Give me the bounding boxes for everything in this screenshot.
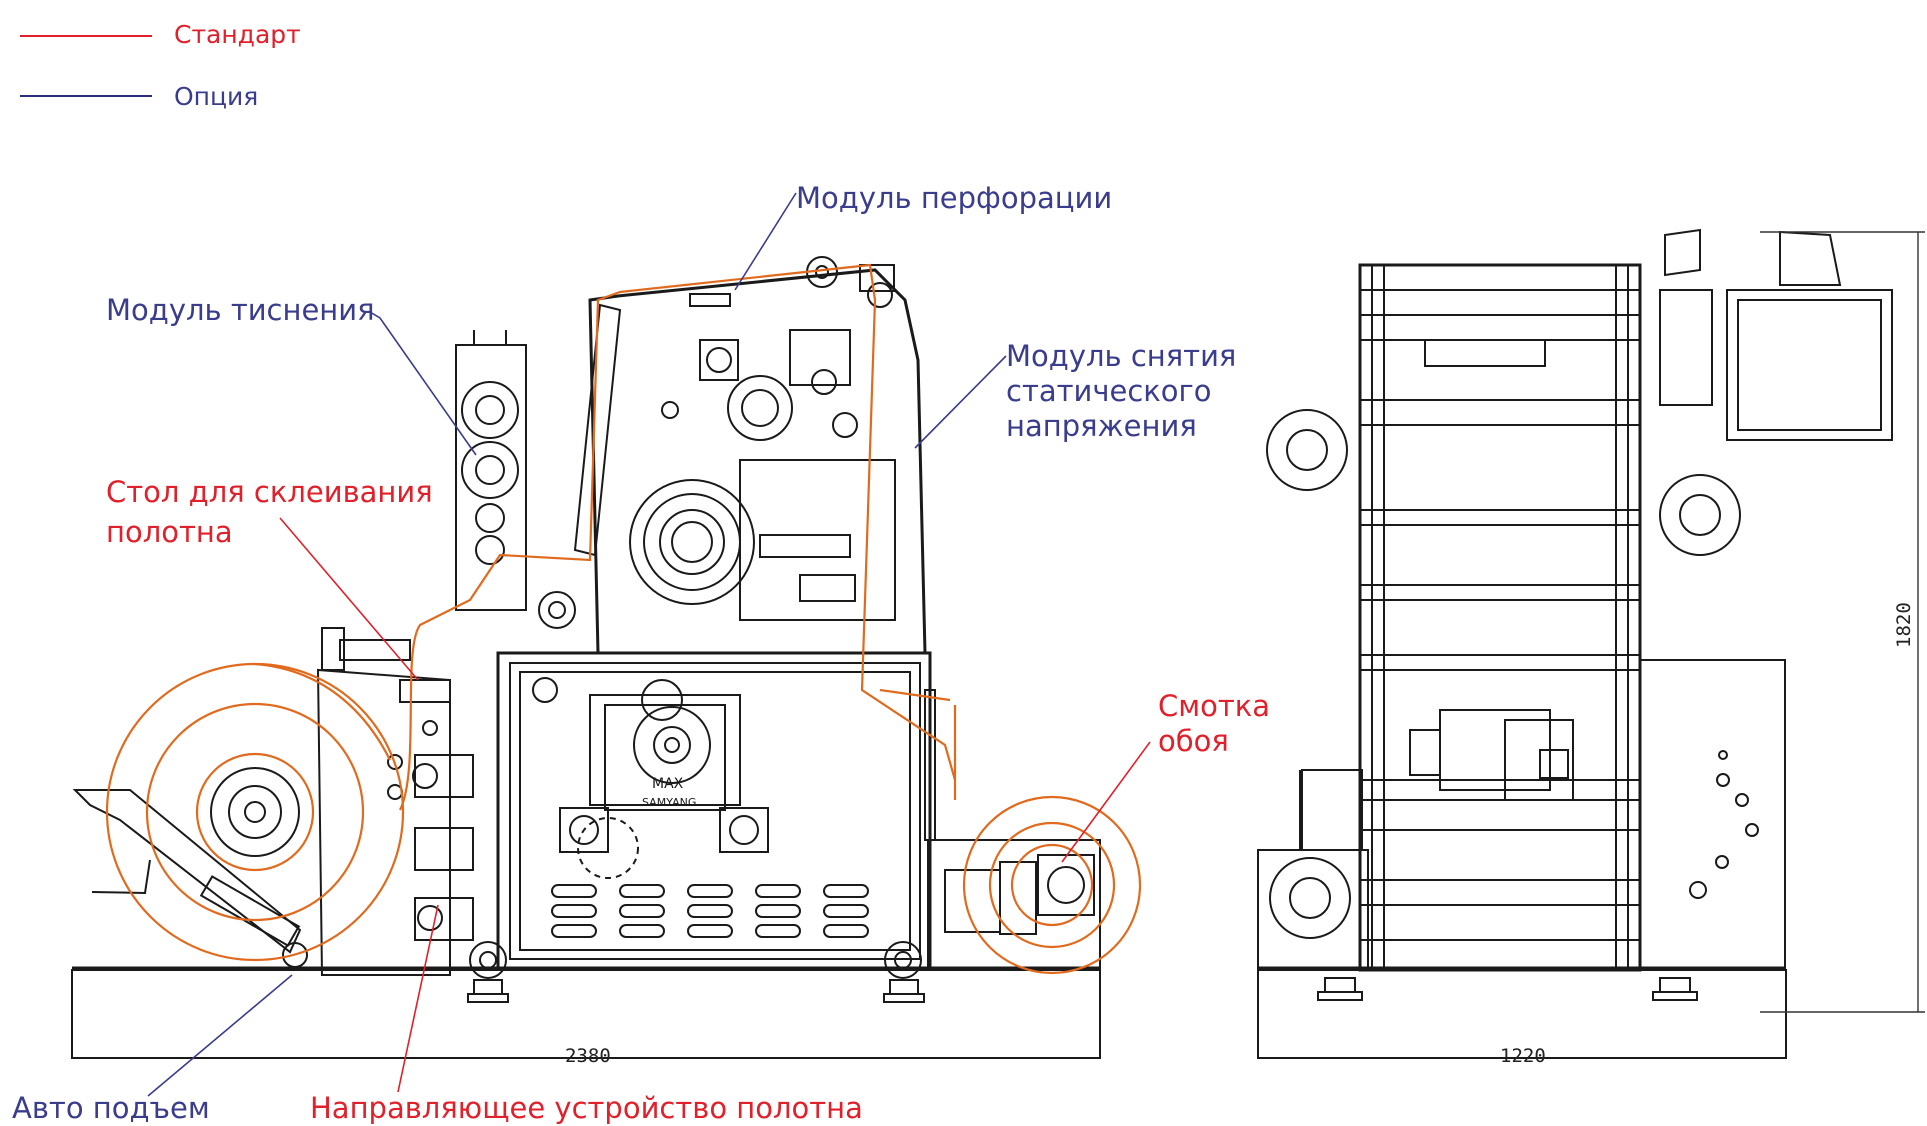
dimension-lines: [1760, 231, 1925, 1013]
dim-side-width: 1220: [1500, 1045, 1546, 1067]
legend-option-label: Опция: [174, 82, 259, 111]
label-splice-line1: Стол для склеивания: [106, 475, 433, 509]
dim-front-width: 2380: [565, 1045, 611, 1067]
label-rewind-line1: Смотка: [1158, 689, 1271, 723]
label-rewind-line2: обоя: [1158, 724, 1229, 758]
label-perforation-module: Модуль перфорации: [796, 181, 1113, 215]
label-embossing-module: Модуль тиснения: [106, 293, 375, 327]
label-static-line3: напряжения: [1006, 409, 1197, 443]
label-static-line2: статического: [1006, 374, 1212, 408]
dim-height: 1820: [1893, 602, 1915, 648]
badge-line1: MAX: [652, 776, 684, 792]
label-auto-lift: Авто подъем: [12, 1091, 210, 1125]
label-static-line1: Модуль снятия: [1006, 339, 1237, 373]
badge-line2: SAMYANG: [642, 796, 696, 809]
leader-lines: [147, 192, 1151, 1097]
legend-standard-label: Стандарт: [174, 20, 301, 49]
label-splice-line2: полотна: [106, 515, 233, 549]
side-view: [1257, 228, 1893, 1059]
front-view: [71, 256, 1101, 1059]
web-path-front: [105, 263, 1142, 975]
label-web-guide: Направляющее устройство полотна: [310, 1091, 863, 1125]
